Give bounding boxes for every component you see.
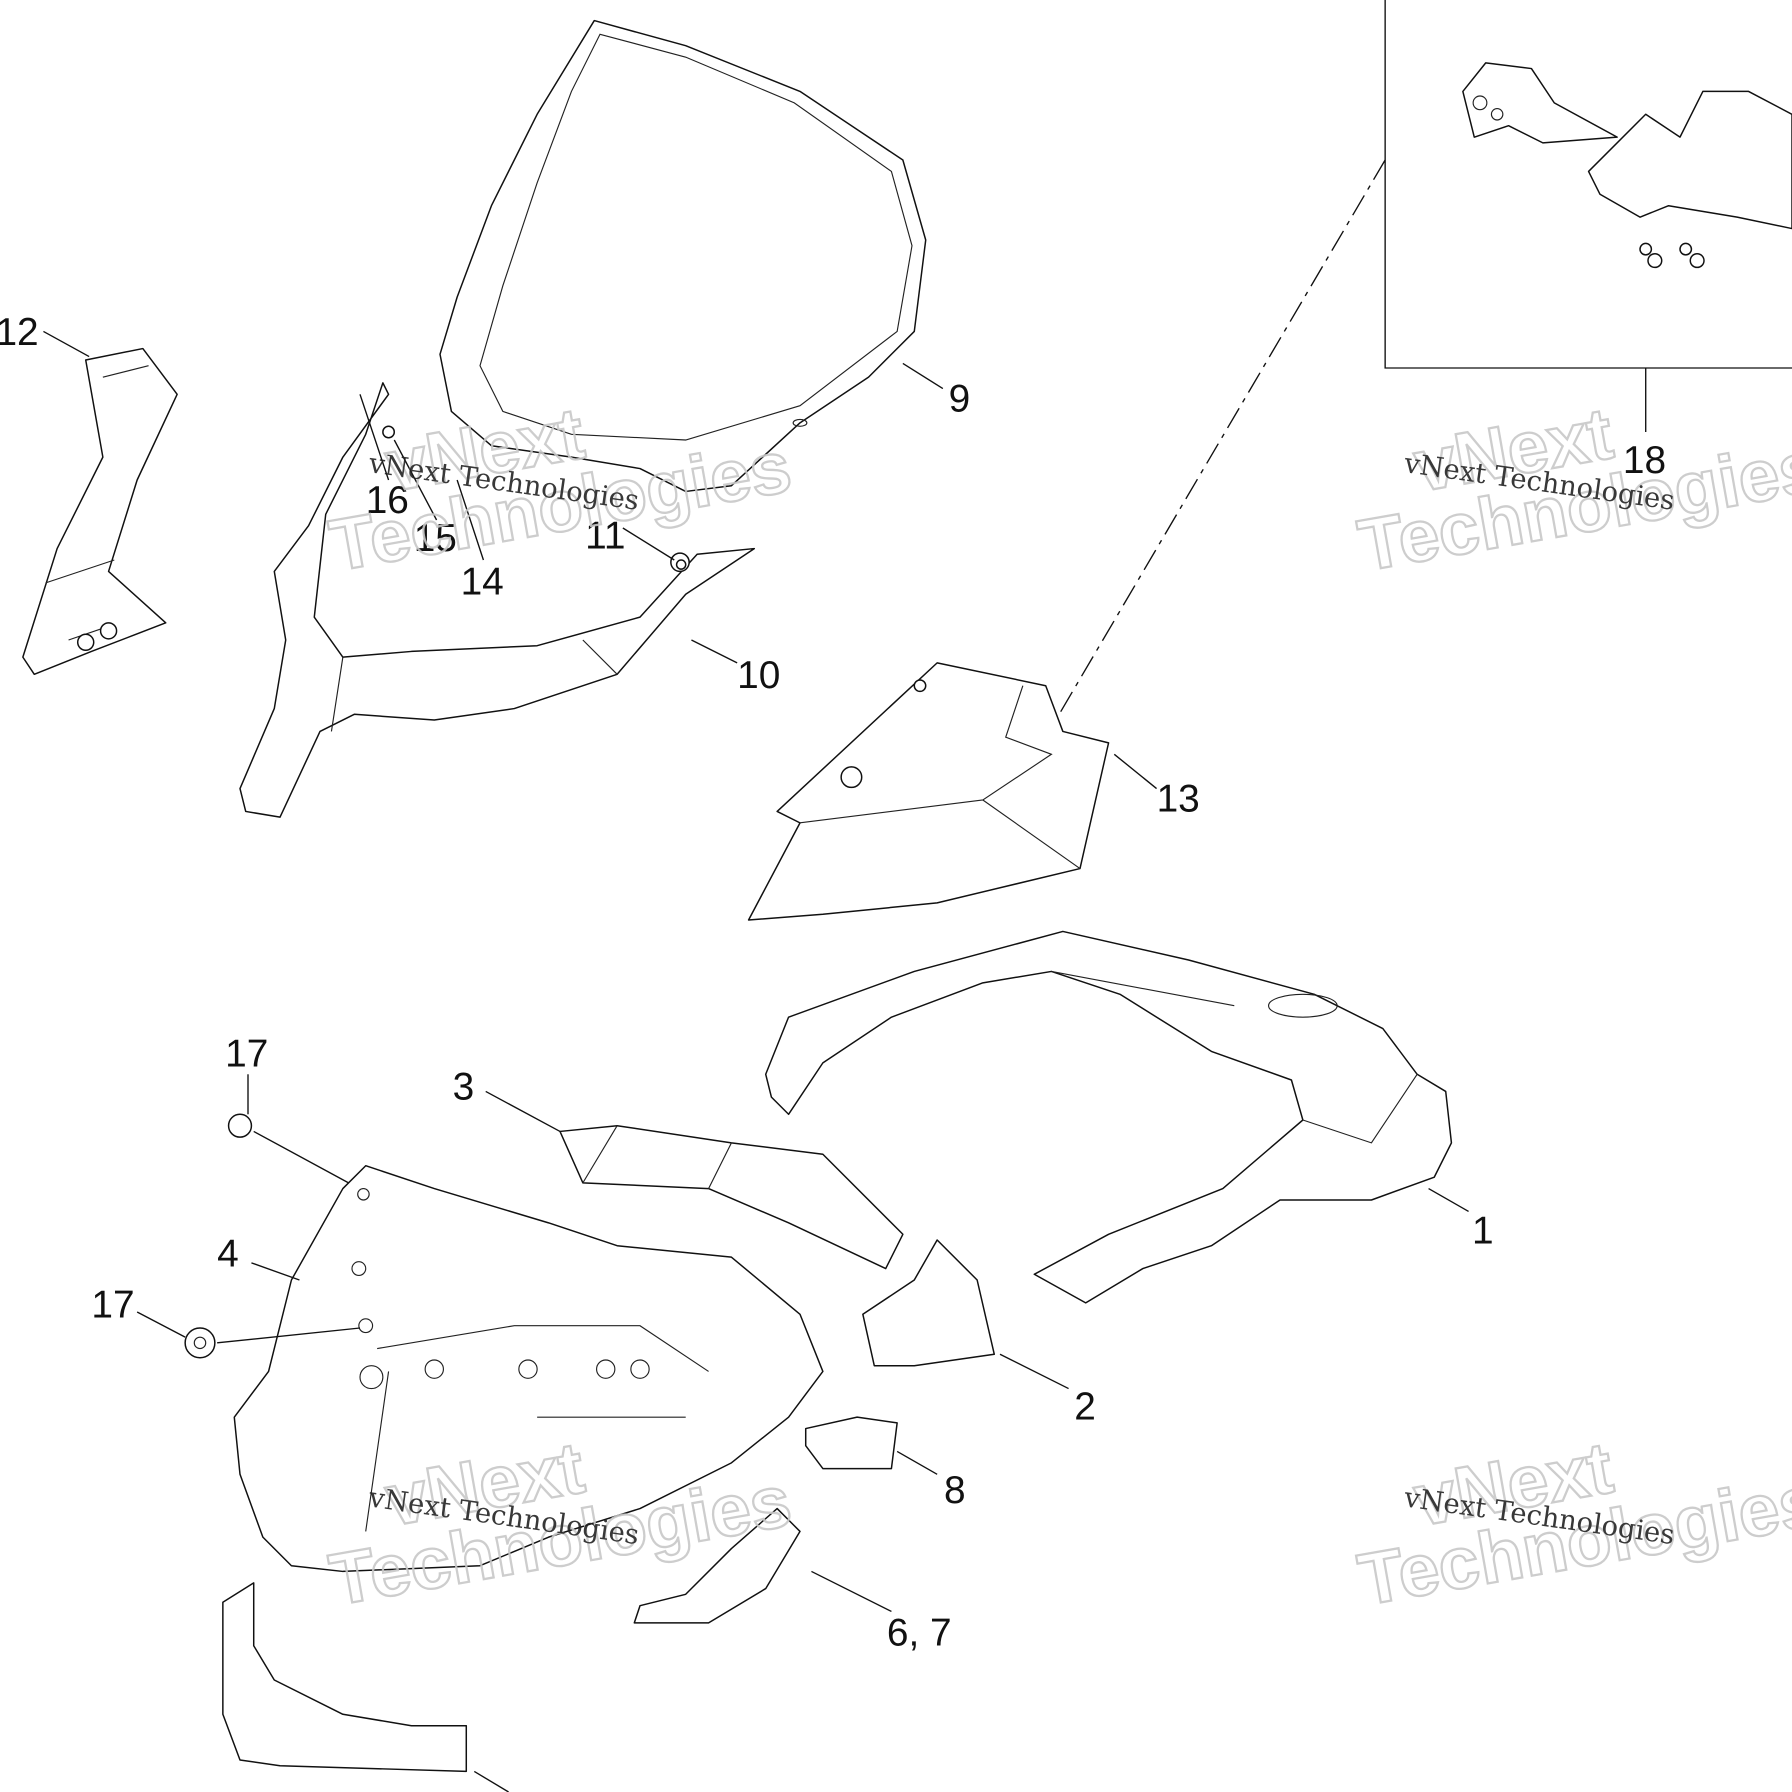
callout-8: 8 bbox=[944, 1469, 966, 1512]
callout-labels: 1 2 3 4 6, 7 8 9 10 11 12 13 14 15 16 17… bbox=[0, 311, 1666, 1655]
callout-16: 16 bbox=[366, 479, 409, 522]
callout-18: 18 bbox=[1623, 439, 1666, 482]
part-12-side-panel bbox=[22, 347, 178, 676]
callout-10: 10 bbox=[737, 654, 780, 697]
part-17-grommet-top bbox=[227, 1113, 253, 1138]
callout-4: 4 bbox=[217, 1232, 239, 1275]
part-8-pad bbox=[804, 1416, 898, 1470]
callout-12: 12 bbox=[0, 311, 39, 354]
callout-13: 13 bbox=[1157, 777, 1200, 820]
part-bottom-pad bbox=[222, 1582, 468, 1773]
leader-lines bbox=[43, 330, 1469, 1792]
callout-11: 11 bbox=[585, 515, 625, 558]
callout-17-side: 17 bbox=[91, 1284, 134, 1327]
callout-6-7: 6, 7 bbox=[887, 1612, 952, 1655]
callout-14: 14 bbox=[461, 560, 504, 603]
callout-3: 3 bbox=[453, 1065, 475, 1108]
callout-1: 1 bbox=[1472, 1209, 1494, 1252]
part-1-hood-frame bbox=[764, 930, 1453, 1304]
part-17-grommet-side bbox=[184, 1327, 216, 1359]
part-13-deflector bbox=[747, 662, 1110, 921]
part-2-block bbox=[862, 1239, 996, 1367]
part-3-duct bbox=[559, 1124, 904, 1270]
part-4-nose bbox=[233, 1164, 824, 1573]
callout-9: 9 bbox=[949, 377, 971, 420]
part-6-7-pad bbox=[633, 1507, 801, 1624]
part-11-grommet bbox=[675, 559, 687, 570]
inset-detail-18 bbox=[1056, 0, 1792, 719]
callout-15: 15 bbox=[414, 517, 457, 560]
callout-2: 2 bbox=[1074, 1385, 1096, 1428]
watermarks: vNext Technologies vNext Technologies vN… bbox=[323, 392, 1792, 1622]
callout-17-top: 17 bbox=[225, 1032, 268, 1075]
part-16-clip bbox=[382, 425, 396, 439]
part-9-windshield bbox=[439, 19, 927, 493]
